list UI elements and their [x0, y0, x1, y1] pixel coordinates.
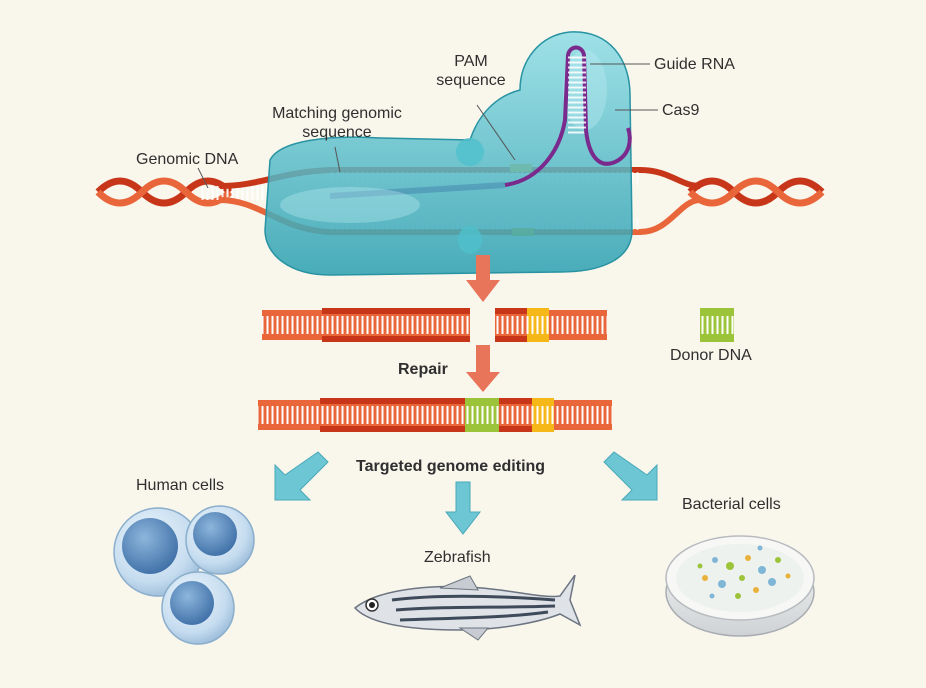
- dna-helix-right: [687, 177, 825, 207]
- human-cells: [113, 505, 255, 645]
- repair-label: Repair: [398, 361, 448, 378]
- leader-lines: [197, 63, 658, 189]
- human-cells-label: Human cells: [136, 477, 225, 494]
- donor-dna: [700, 308, 734, 342]
- matching-genomic-sequence-label: Matching genomic sequence: [272, 105, 402, 141]
- pam-sequence-label: PAM sequence: [436, 53, 506, 89]
- down-arrow-1: [466, 255, 500, 302]
- cut-dna: [262, 308, 607, 342]
- zebrafish: [353, 574, 582, 641]
- bacterial-colonies: [697, 545, 791, 599]
- guide-rna: [504, 45, 632, 187]
- arrow-to-human: [274, 451, 329, 501]
- genomic-dna-label: Genomic DNA: [136, 151, 239, 168]
- cas9-label: Cas9: [662, 102, 700, 119]
- arrow-to-zebrafish: [444, 481, 482, 535]
- donor-dna-label: Donor DNA: [670, 347, 752, 364]
- guide-rna-label: Guide RNA: [654, 56, 735, 73]
- repaired-dna: [258, 398, 612, 432]
- down-arrow-2: [466, 345, 500, 392]
- bacterial-cells-label: Bacterial cells: [682, 496, 781, 513]
- red-arrows: [466, 255, 500, 392]
- targeted-genome-editing-label: Targeted genome editing: [356, 458, 546, 475]
- petri-dish: [665, 535, 815, 637]
- arrow-to-bacteria: [603, 451, 658, 501]
- teal-arrows: [274, 451, 658, 535]
- dna-helix-left: [95, 177, 270, 207]
- zebrafish-label: Zebrafish: [424, 549, 491, 566]
- cas9-protein: [264, 31, 633, 276]
